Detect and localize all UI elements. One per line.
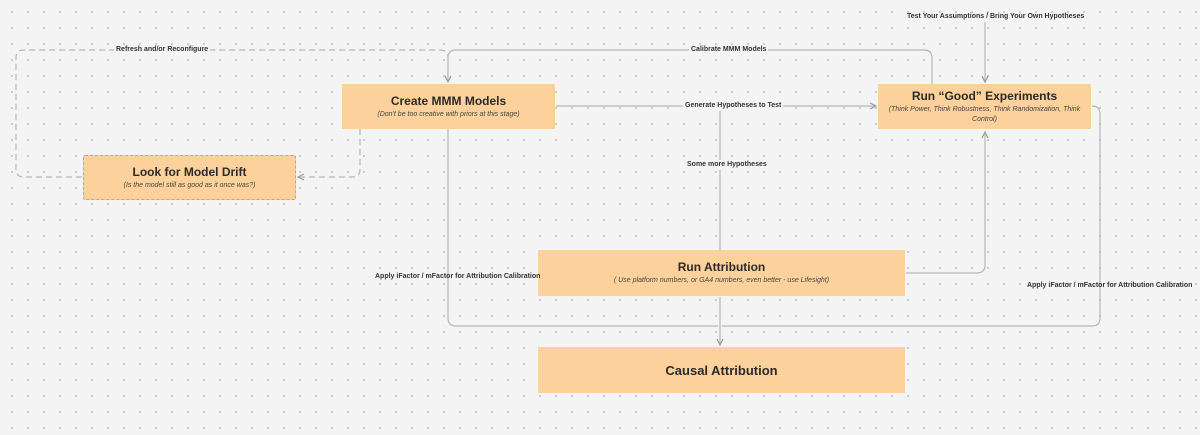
node-title: Run Attribution bbox=[677, 260, 766, 274]
node-subtitle: (Don't be too creative with priors at th… bbox=[377, 110, 520, 118]
node-look-for-model-drift[interactable]: Look for Model Drift (Is the model still… bbox=[83, 155, 296, 200]
node-create-mmm-models[interactable]: Create MMM Models (Don't be too creative… bbox=[342, 84, 555, 129]
node-causal-attribution[interactable]: Causal Attribution bbox=[538, 347, 905, 393]
label-apply-ifactor-left: Apply iFactor / mFactor for Attribution … bbox=[375, 273, 541, 280]
label-more-hypotheses: Some more Hypotheses bbox=[685, 160, 769, 170]
label-apply-ifactor-right: Apply iFactor / mFactor for Attribution … bbox=[1027, 282, 1193, 289]
node-title: Causal Attribution bbox=[665, 362, 778, 378]
node-subtitle: (Is the model still as good as it once w… bbox=[123, 181, 256, 189]
node-title: Run “Good” Experiments bbox=[911, 88, 1058, 103]
label-refresh: Refresh and/or Reconfigure bbox=[114, 45, 211, 55]
node-subtitle: (Think Power, Think Robustness, Think Ra… bbox=[888, 105, 1081, 123]
node-subtitle: ( Use platform numbers, or GA4 numbers, … bbox=[613, 277, 830, 284]
label-test-assumptions: Test Your Assumptions / Bring Your Own H… bbox=[907, 13, 1085, 20]
node-run-attribution[interactable]: Run Attribution ( Use platform numbers, … bbox=[538, 250, 905, 296]
label-generate-hypotheses: Generate Hypotheses to Test bbox=[683, 101, 784, 111]
edge-mmm-to-drift bbox=[298, 129, 361, 177]
node-title: Create MMM Models bbox=[390, 93, 507, 108]
edge-attribution-to-experiments bbox=[906, 132, 985, 274]
edge-apply-right bbox=[722, 105, 1101, 327]
node-run-good-experiments[interactable]: Run “Good” Experiments (Think Power, Thi… bbox=[878, 84, 1091, 129]
edge-calibrate-mmm bbox=[448, 49, 933, 84]
edge-refresh bbox=[15, 49, 449, 178]
edge-apply-left bbox=[447, 129, 718, 327]
node-title: Look for Model Drift bbox=[132, 164, 247, 179]
label-calibrate-mmm: Calibrate MMM Models bbox=[689, 45, 769, 55]
